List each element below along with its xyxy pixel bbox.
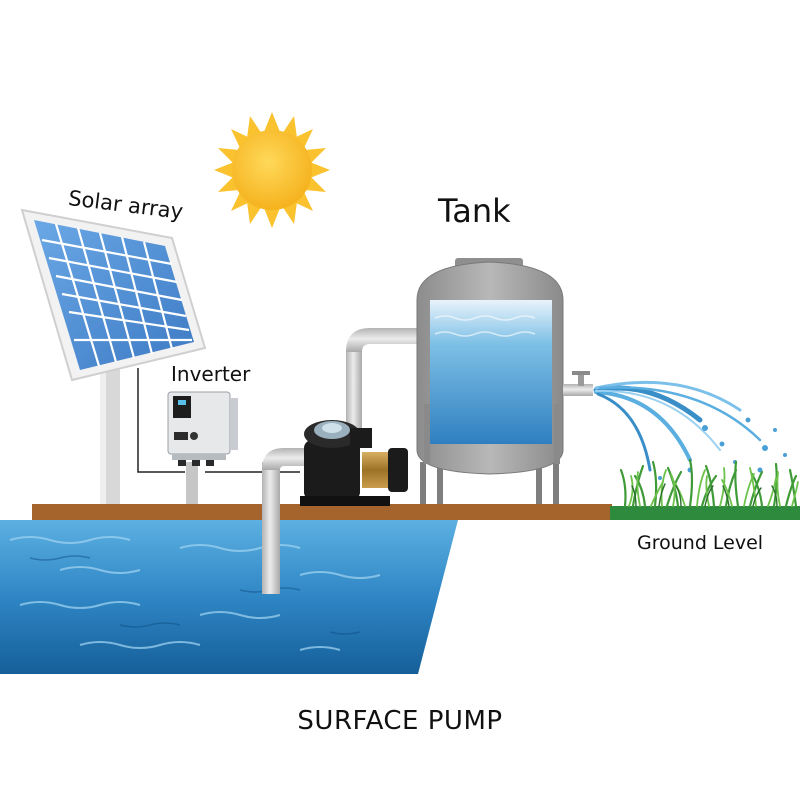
water-spray-icon: [593, 380, 762, 472]
solar-panel-icon: [20, 208, 207, 505]
label-inverter: Inverter: [171, 362, 251, 386]
label-tank: Tank: [438, 192, 511, 230]
inverter-icon: [137, 368, 300, 506]
grass-icon: [619, 458, 799, 508]
pump-icon: [300, 420, 408, 506]
grass-strip: [610, 506, 800, 520]
water-source: [0, 520, 458, 674]
suction-pipe: [262, 448, 314, 594]
ground-strip: [32, 504, 612, 520]
diagram-title: SURFACE PUMP: [297, 706, 503, 736]
water-droplets: [658, 417, 787, 480]
delivery-pipe: [346, 328, 420, 430]
sun-icon: [214, 112, 330, 228]
tank-icon: [416, 258, 564, 504]
label-ground-level: Ground Level: [637, 532, 764, 554]
faucet-icon: [563, 371, 593, 396]
